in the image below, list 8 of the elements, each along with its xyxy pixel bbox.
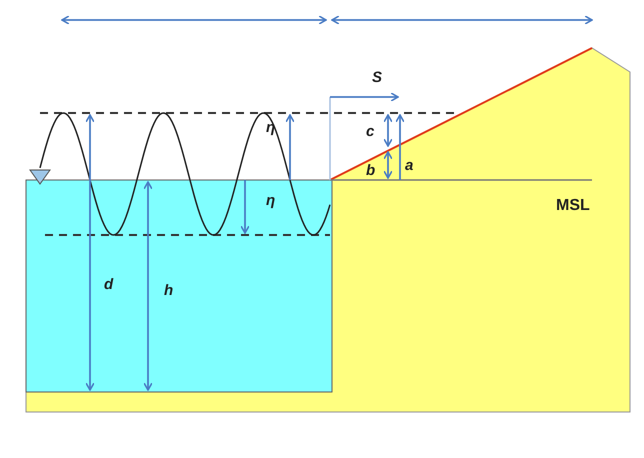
variable-name: b — [366, 163, 376, 178]
reference-level-label: MSL — [556, 198, 590, 214]
variable-name: h — [164, 283, 174, 298]
variable-name: d — [104, 277, 114, 292]
variable-name: η — [266, 193, 276, 208]
variable-name: S — [372, 70, 382, 85]
variable-name: a — [405, 158, 414, 173]
variable-name: c — [366, 124, 374, 139]
